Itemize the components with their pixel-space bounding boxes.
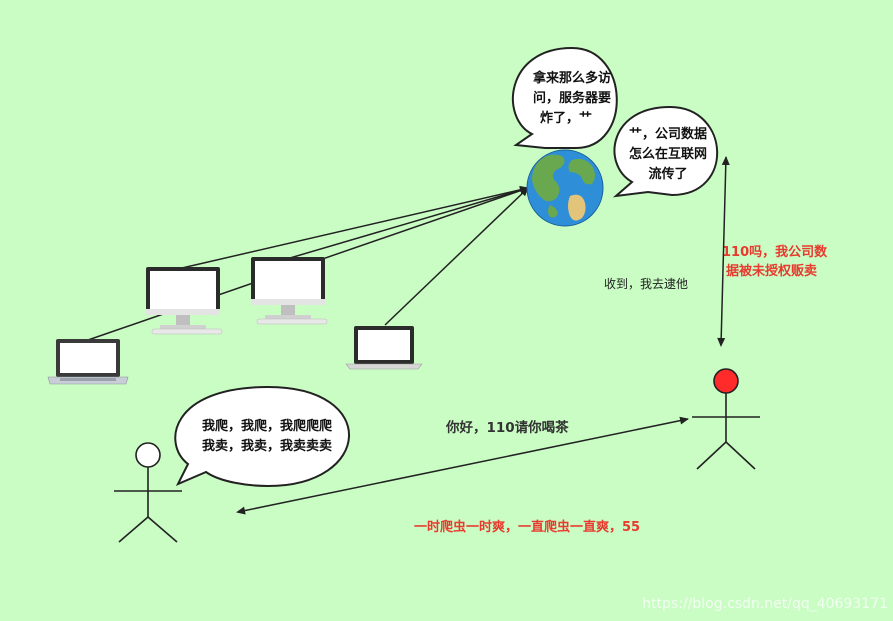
arrow-desktop-1-to-globe: [181, 185, 529, 269]
arrow-police-company: [717, 156, 730, 347]
lament-label: 一时爬虫一时爽，一直爬虫一直爽，55: [414, 519, 640, 535]
desktop-monitor-icon: [251, 257, 328, 325]
received-label: 收到，我去逮他: [604, 277, 688, 291]
laptop-icon: [47, 339, 129, 385]
earth-globe-icon: [526, 149, 604, 227]
arrow-desktop-2-to-globe: [289, 186, 529, 259]
police-stick-figure-icon: [692, 368, 760, 470]
crawler-head: [135, 442, 161, 468]
company-bubble-line-2: 怎么在互联网: [629, 146, 707, 162]
company-complaint-bubble: 艹，公司数据 怎么在互联网 流传了: [612, 105, 719, 198]
arrow-crawler-police: [236, 416, 689, 515]
greeting-label: 你好，110请你喝茶: [445, 419, 569, 436]
server-complaint-bubble: 拿来那么多访 问，服务器要 炸了，艹: [512, 46, 618, 149]
report-label-line-2: 据被未授权贩卖: [726, 263, 817, 279]
report-label-line-1: 110吗，我公司数: [722, 244, 828, 260]
police-head: [713, 368, 739, 394]
desktop-monitor-icon: [146, 267, 223, 335]
server-bubble-line-3: 炸了，艹: [540, 110, 592, 126]
laptop-icon: [345, 326, 423, 370]
company-bubble-line-1: 艹，公司数据: [629, 126, 707, 142]
watermark: https://blog.csdn.net/qq_40693171: [642, 596, 888, 612]
company-bubble-line-3: 流传了: [648, 166, 687, 182]
crawler-boast-bubble: 我爬，我爬，我爬爬爬 我卖，我卖，我卖卖卖: [174, 385, 350, 488]
crawler-bubble-line-2: 我卖，我卖，我卖卖卖: [202, 438, 332, 454]
crawler-stick-figure-icon: [114, 442, 182, 543]
server-bubble-line-1: 拿来那么多访: [532, 70, 611, 86]
arrow-laptop-right-to-globe: [384, 187, 529, 326]
crawler-bubble-line-1: 我爬，我爬，我爬爬爬: [202, 418, 333, 434]
server-bubble-line-2: 问，服务器要: [533, 90, 611, 106]
